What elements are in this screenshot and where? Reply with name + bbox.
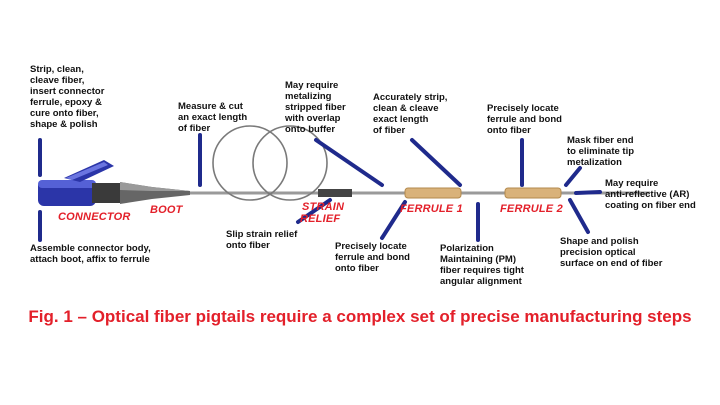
ferrule-2-shape	[504, 187, 562, 199]
fiber-coil-right	[252, 125, 328, 201]
arrow-metalizing	[314, 138, 384, 187]
fiber-coil-left	[212, 125, 288, 201]
boot-label: BOOT	[150, 204, 183, 216]
connector-body	[38, 160, 120, 206]
strain-relief-label-line1: STRAIN	[302, 201, 345, 213]
note-assemble-connector: Assemble connector body,attach boot, aff…	[30, 243, 151, 265]
note-accurately-strip: Accurately strip,clean & cleave exact le…	[373, 92, 448, 136]
arrow-shape	[568, 198, 590, 234]
ferrule-2-label: FERRULE 2	[500, 203, 563, 215]
figure-caption: Fig. 1 – Optical fiber pigtails require …	[28, 307, 692, 326]
note-strip-cleave: Strip, clean,cleave fiber,insert connect…	[30, 64, 105, 130]
strain-relief-shape	[318, 189, 352, 197]
arrow-mask	[564, 166, 582, 187]
connector-label: CONNECTOR	[58, 211, 131, 223]
ferrule-1-label: FERRULE 1	[400, 203, 463, 215]
arrow-slip	[296, 198, 332, 224]
pointer-arrows	[38, 133, 602, 242]
arrow-accurately	[410, 138, 462, 187]
arrow-locate-bottom	[380, 200, 407, 240]
arrow-ar	[574, 190, 602, 195]
ferrule-1-shape	[404, 187, 462, 199]
strain-relief-label-line2: RELIEF	[300, 213, 341, 225]
